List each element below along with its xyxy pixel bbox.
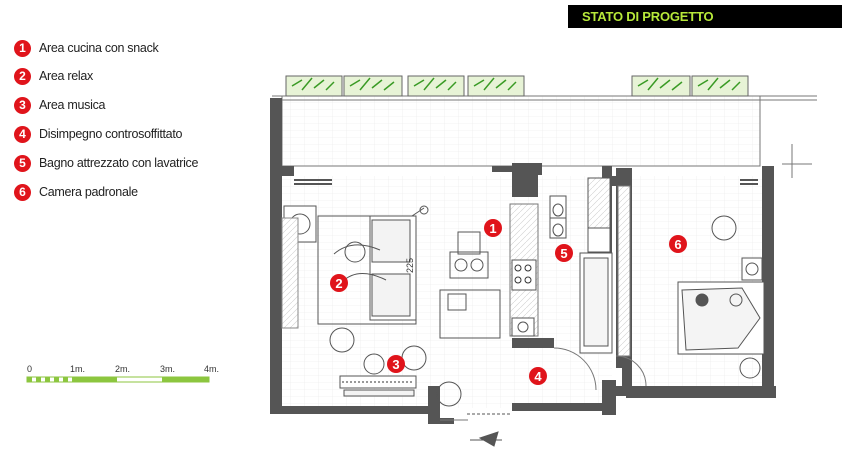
planter [691, 75, 749, 97]
room-marker-label: 1 [489, 221, 496, 236]
scale-label: 2m. [115, 364, 131, 374]
scale-bar: 0 1m. 2m. 3m. 4m. [22, 364, 222, 394]
legend-label: Area relax [39, 69, 93, 83]
sofa [283, 205, 429, 325]
piano [329, 327, 427, 397]
legend-label: Area cucina con snack [39, 41, 159, 55]
legend-number: 3 [14, 97, 31, 114]
room-marker: 6 [669, 235, 687, 253]
scale-label: 1m. [70, 364, 86, 374]
room-marker-label: 3 [392, 357, 399, 372]
room-marker-label: 2 [335, 276, 342, 291]
room-marker-label: 4 [534, 369, 542, 384]
room-marker: 1 [484, 219, 502, 237]
entrance [436, 381, 512, 447]
bathroom-fixtures [549, 177, 613, 354]
legend-label: Area musica [39, 98, 106, 112]
scale-label: 4m. [204, 364, 220, 374]
room-marker: 2 [330, 274, 348, 292]
legend-label: Camera padronale [39, 185, 138, 199]
bed [677, 215, 765, 379]
room-marker: 3 [387, 355, 405, 373]
page-title: STATO DI PROGETTO [582, 9, 714, 24]
scale-graphic [26, 376, 210, 383]
room-marker: 5 [555, 244, 573, 262]
planter [285, 75, 343, 97]
legend-number: 1 [14, 40, 31, 57]
planter-row [285, 75, 749, 97]
room-marker: 4 [529, 367, 547, 385]
legend-number: 2 [14, 68, 31, 85]
planter [407, 75, 465, 97]
planter [467, 75, 525, 97]
scale-label: 0 [27, 364, 33, 374]
doors [440, 347, 647, 421]
terrace [281, 95, 761, 167]
dimension-label: 225 [405, 258, 415, 273]
room-marker-label: 6 [674, 237, 681, 252]
legend-number: 6 [14, 184, 31, 201]
floor-plan: 225 1 2 3 4 5 6 [270, 75, 817, 447]
room-marker-label: 5 [560, 246, 567, 261]
title-bar: STATO DI PROGETTO [568, 5, 842, 28]
legend-label: Disimpegno controsoffittato [39, 127, 183, 141]
kitchen-counter [509, 203, 539, 337]
planter [343, 75, 403, 97]
windows [294, 179, 758, 185]
legend-number: 5 [14, 155, 31, 172]
planter [631, 75, 691, 97]
legend-label: Bagno attrezzato con lavatrice [39, 156, 199, 170]
snack-table [439, 231, 501, 339]
scale-label: 3m. [160, 364, 176, 374]
legend-number: 4 [14, 126, 31, 143]
